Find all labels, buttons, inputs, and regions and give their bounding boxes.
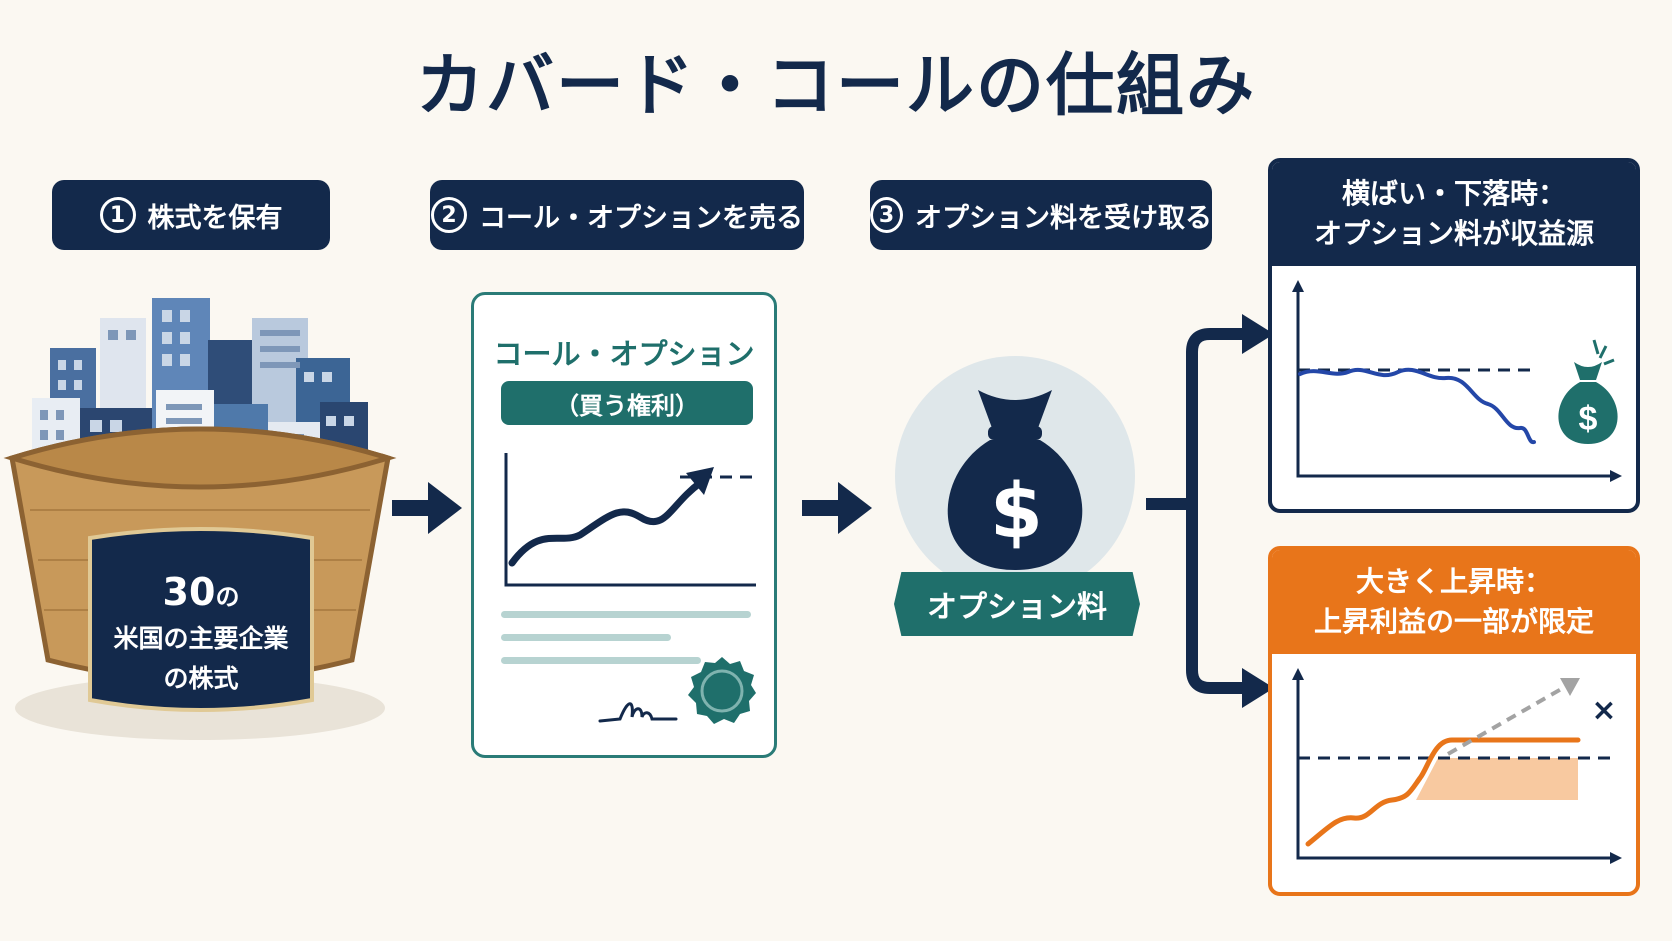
step-1-number: 1	[99, 197, 136, 233]
outcome-1-line1: 横ばい・下落時：	[1341, 177, 1566, 210]
outcome-2-header: 大きく上昇時： 上昇利益の一部が限定	[1272, 550, 1636, 654]
arrow-right-icon-1	[392, 482, 462, 534]
rising-chart-icon	[504, 453, 756, 587]
outcome-card-big-rise: 大きく上昇時： 上昇利益の一部が限定 ×	[1268, 546, 1640, 896]
step-3-label: オプション料を受け取る	[915, 202, 1212, 234]
arrow-right-icon-2	[802, 482, 872, 534]
step-1-label: 株式を保有	[147, 202, 283, 234]
seal-icon	[688, 657, 756, 724]
doc-subtitle: （買う権利）	[501, 381, 753, 425]
premium-label: オプション料	[894, 572, 1140, 636]
falling-chart-icon: $	[1292, 280, 1622, 482]
money-bag-symbol: $	[990, 466, 1043, 555]
svg-text:×: ×	[1591, 693, 1616, 728]
doc-text-line-1	[501, 611, 751, 618]
page-title: カバード・コールの仕組み	[415, 47, 1256, 126]
outcome-2-line2: 上昇利益の一部が限定	[1313, 605, 1594, 638]
step-2-number: 2	[431, 197, 467, 233]
basket-count-suffix: の	[215, 583, 240, 611]
basket-count: 30	[162, 570, 216, 614]
capped-gain-chart-icon: ×	[1292, 668, 1622, 864]
stock-basket-illustration	[3, 298, 397, 740]
step-2-label: コール・オプションを売る	[479, 202, 803, 234]
money-bag-icon	[895, 356, 1135, 586]
basket-line2: 米国の主要企業	[113, 624, 289, 653]
step-3-number: 3	[870, 197, 903, 233]
outcome-1-line2: オプション料が収益源	[1313, 217, 1594, 250]
svg-text:$: $	[1579, 400, 1598, 438]
branch-arrows	[1146, 314, 1274, 708]
doc-text-line-2	[501, 634, 671, 641]
step-1-pill: 1 株式を保有	[52, 180, 330, 250]
doc-title: コール・オプション	[493, 337, 755, 371]
doc-text-line-3	[501, 657, 701, 664]
step-2-pill: 2 コール・オプションを売る	[430, 180, 804, 250]
basket-label: 30の 米国の主要企業 の株式	[90, 560, 312, 708]
step-3-pill: 3 オプション料を受け取る	[870, 180, 1212, 250]
outcome-card-sideways-down: 横ばい・下落時： オプション料が収益源 $	[1268, 158, 1640, 513]
outcome-2-line1: 大きく上昇時：	[1355, 565, 1552, 598]
outcome-1-header: 横ばい・下落時： オプション料が収益源	[1272, 162, 1636, 266]
signature-icon	[598, 702, 678, 723]
basket-line3: の株式	[163, 664, 239, 693]
call-option-document: コール・オプション （買う権利）	[471, 292, 777, 758]
